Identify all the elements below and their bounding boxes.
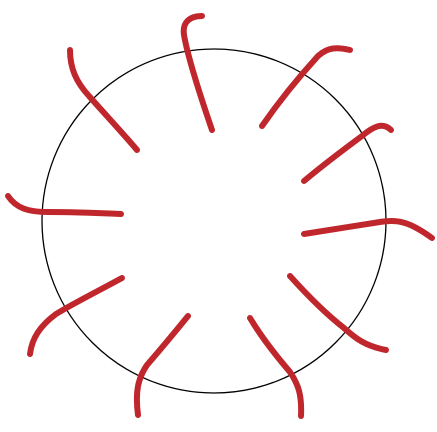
hook-right-lower <box>290 276 386 350</box>
hook-left <box>8 196 121 214</box>
hook-top <box>184 16 212 130</box>
hooks-group <box>8 16 432 416</box>
hook-lower-left <box>30 278 122 354</box>
hook-right-upper <box>304 126 391 181</box>
hook-bottom-right <box>250 318 301 416</box>
hook-bottom-left <box>137 316 188 415</box>
hook-right <box>304 221 432 238</box>
hook-upper-left <box>70 50 137 150</box>
